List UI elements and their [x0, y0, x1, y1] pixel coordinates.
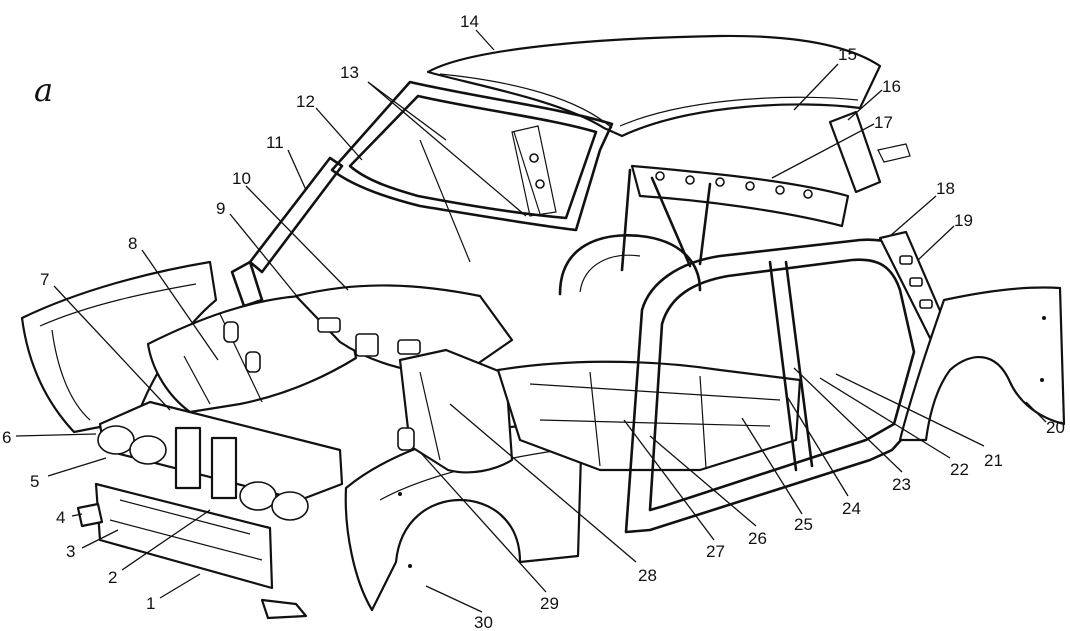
callout-6: 6	[2, 428, 11, 447]
front-left-bracket	[76, 502, 104, 528]
callout-23: 23	[892, 475, 911, 494]
callout-24: 24	[842, 499, 861, 518]
callout-2: 2	[108, 568, 117, 587]
figure-label: a	[34, 71, 53, 109]
callout-22: 22	[950, 460, 969, 479]
c-pillar	[878, 230, 946, 340]
callout-21: 21	[984, 451, 1003, 470]
callout-16: 16	[882, 77, 901, 96]
callout-1: 1	[146, 594, 155, 613]
callout-11: 11	[266, 133, 284, 152]
callout-7: 7	[40, 270, 49, 289]
windshield-frame	[330, 80, 614, 263]
callout-19: 19	[954, 211, 973, 230]
callout-numbers: 1 2 3 4 5 6 7 8 9 10 11 12 13 14 15 16 1…	[2, 12, 1065, 631]
callout-28: 28	[638, 566, 657, 585]
rear-right-fender	[898, 286, 1066, 442]
callout-14: 14	[460, 12, 479, 31]
callout-30: 30	[474, 613, 493, 631]
windshield-corner-bracket	[511, 125, 557, 217]
callout-4: 4	[56, 508, 65, 527]
rear-window-pillar-bracket	[828, 110, 911, 194]
spare-wheel-well	[558, 234, 702, 296]
front-panel-mudguard	[146, 294, 358, 414]
callout-29: 29	[540, 594, 559, 613]
callout-8: 8	[128, 234, 137, 253]
callout-25: 25	[794, 515, 813, 534]
callout-9: 9	[216, 199, 225, 218]
callout-17: 17	[874, 113, 893, 132]
front-wheel-housing	[397, 348, 514, 474]
front-cross-member	[97, 400, 344, 521]
callout-leader-lines	[15, 29, 1047, 613]
callout-15: 15	[838, 45, 857, 64]
a-pillar	[230, 156, 344, 308]
callout-27: 27	[706, 542, 725, 561]
callout-20: 20	[1046, 418, 1065, 437]
callout-5: 5	[30, 472, 39, 491]
dash-panel	[294, 284, 514, 378]
roof-panel	[426, 34, 882, 138]
callout-10: 10	[232, 169, 251, 188]
callout-18: 18	[936, 179, 955, 198]
callout-3: 3	[66, 542, 75, 561]
callout-26: 26	[748, 529, 767, 548]
callout-13: 13	[340, 63, 359, 82]
callout-12: 12	[296, 92, 315, 111]
